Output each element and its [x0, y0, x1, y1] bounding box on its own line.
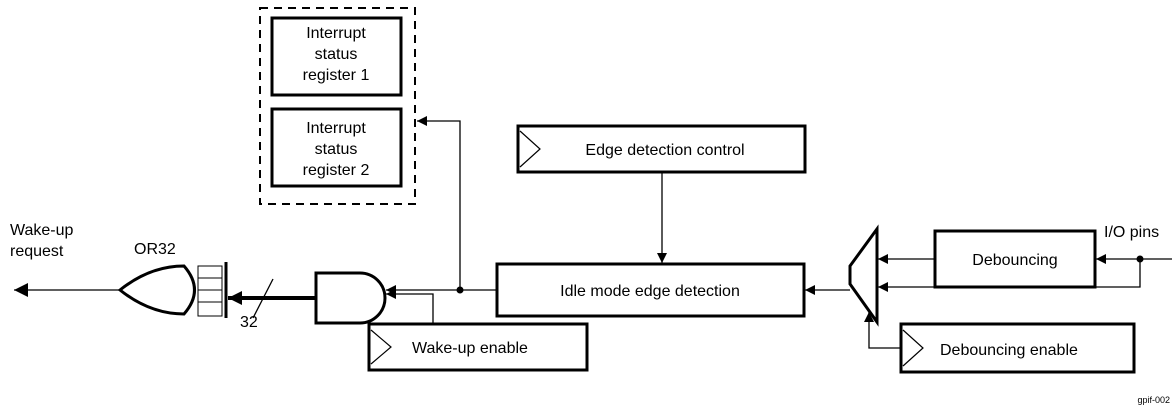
- multiplexer: [848, 224, 879, 327]
- wakeup-enable-label: Wake-up enable: [412, 340, 528, 357]
- wakeup-enable-clock-icon: [370, 329, 392, 365]
- tap-to-register-arrow: [417, 116, 461, 290]
- bus-width-slash: [252, 278, 274, 319]
- isr1-line-2: status: [315, 46, 358, 63]
- wakeup-request-line-2: request: [10, 243, 64, 260]
- or32-input-bank: [197, 265, 223, 317]
- and-gate: [314, 271, 387, 325]
- interrupt-status-register-2: [270, 107, 403, 188]
- io-pins-label: I/O pins: [1104, 224, 1159, 241]
- figure-id: gpif-002: [1137, 395, 1170, 405]
- or32-label: OR32: [134, 241, 176, 258]
- wakeup-enable-block: [367, 322, 589, 372]
- isr2-line-2: status: [315, 141, 358, 158]
- or32-gate: [117, 264, 196, 316]
- wakeup-enable-to-and-arrow: [386, 289, 434, 324]
- debouncing-enable-clock-icon: [902, 329, 924, 367]
- debouncing-block: [933, 229, 1097, 289]
- interrupt-status-register-1: [270, 16, 403, 97]
- interrupt-status-group: [259, 7, 416, 205]
- debouncing-enable-to-mux-arrow: [864, 312, 901, 349]
- isr1-line-3: register 1: [303, 67, 370, 84]
- debouncing-enable-label: Debouncing enable: [940, 342, 1078, 359]
- debouncing-label: Debouncing: [972, 252, 1057, 269]
- isr1-line-1: Interrupt: [306, 25, 366, 42]
- idle-mode-edge-detection-label: Idle mode edge detection: [560, 283, 740, 300]
- edge-detection-control-label: Edge detection control: [585, 142, 744, 159]
- io-bypass-arrow: [878, 259, 1141, 292]
- bus-width-label: 32: [240, 314, 258, 331]
- debouncing-enable-block: [899, 322, 1136, 374]
- isr2-line-1: Interrupt: [306, 120, 366, 137]
- isr2-line-3: register 2: [303, 162, 370, 179]
- edge-control-clock-icon: [519, 130, 541, 168]
- wakeup-request-line-1: Wake-up: [10, 222, 74, 239]
